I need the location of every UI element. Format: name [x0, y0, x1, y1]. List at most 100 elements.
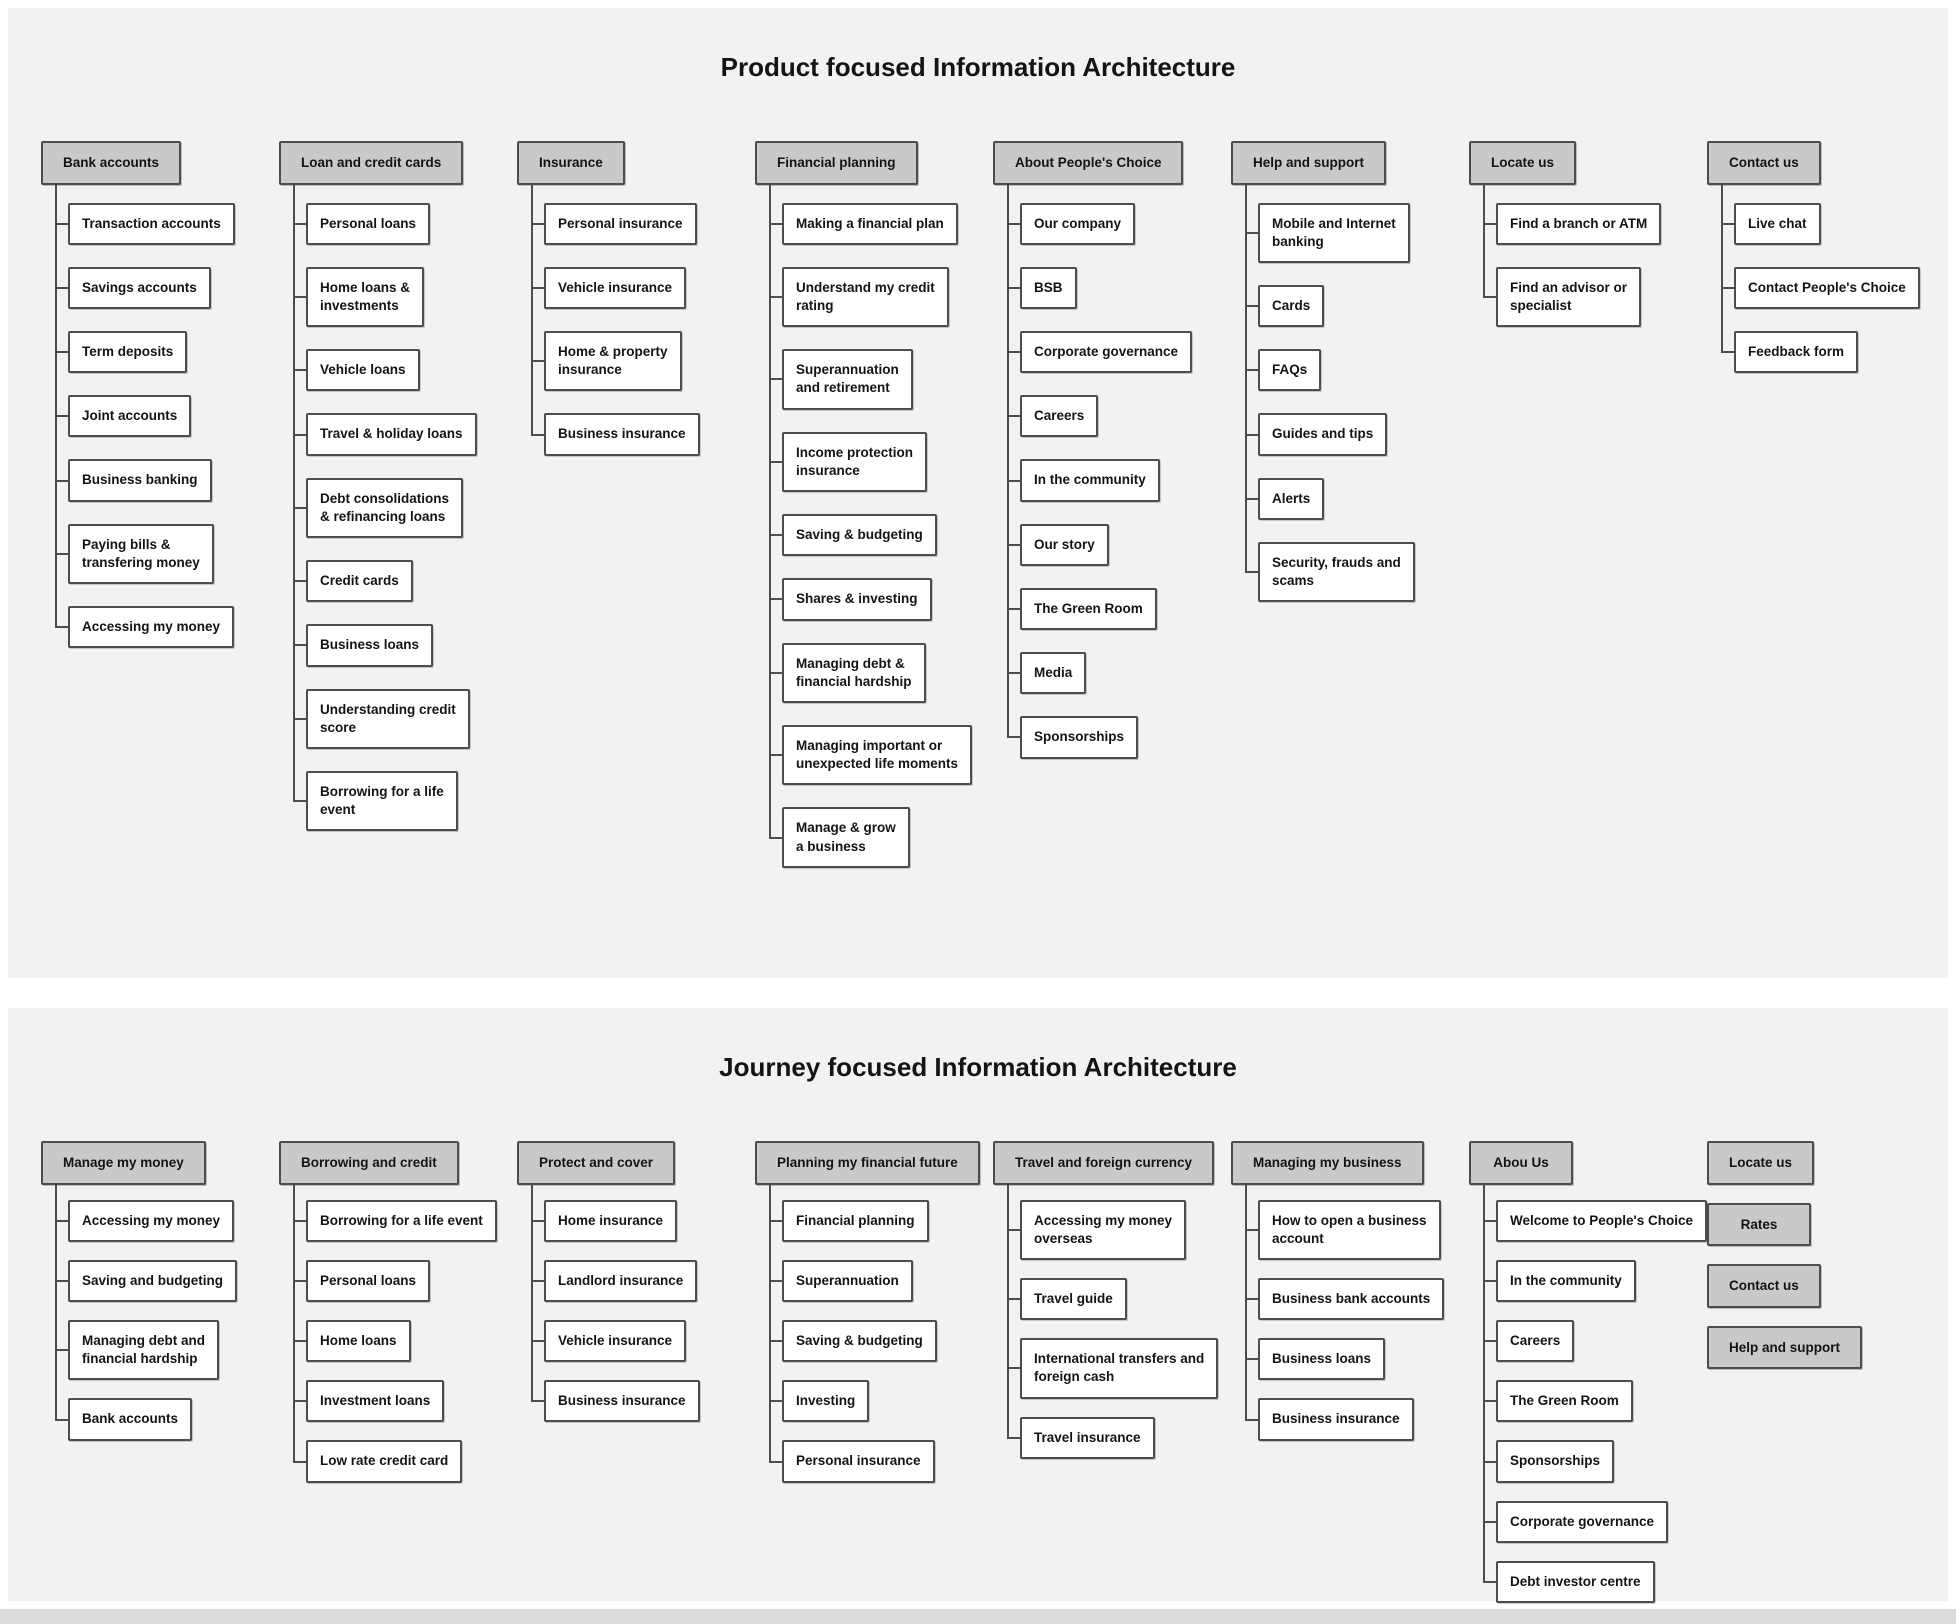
ia-node: Vehicle insurance	[531, 248, 755, 314]
ia-node: Term deposits	[55, 312, 279, 378]
page-box: Vehicle loans	[306, 349, 420, 392]
ia-node: In the community	[1007, 441, 1231, 506]
page-box: Accessing my money	[68, 1199, 235, 1242]
ia-node: International transfers and foreign cash	[1007, 1323, 1231, 1403]
page-box: The Green Room	[1020, 587, 1157, 631]
product-ia-title: Product focused Information Architecture	[720, 52, 1236, 82]
category-box: Planning my financial future	[755, 1141, 980, 1185]
page-box: Corporate governance	[1496, 1500, 1669, 1543]
ia-node: Business loans	[293, 606, 517, 671]
page-box: Live chat	[1734, 202, 1821, 245]
page-box: Term deposits	[68, 330, 188, 374]
page-box: Personal loans	[306, 1259, 431, 1302]
page-box: Sponsorships	[1496, 1440, 1615, 1483]
ia-node: Business insurance	[531, 395, 755, 459]
ia-node: Travel & holiday loans	[293, 395, 517, 460]
ia-node: Borrowing for a life event	[293, 752, 517, 835]
ia-node: FAQs	[1245, 331, 1469, 396]
category-box: Help and support	[1707, 1325, 1862, 1370]
ia-node: Personal insurance	[769, 1425, 993, 1485]
ia-node: Home loans	[293, 1304, 517, 1366]
ia-node: Accessing my money overseas	[1007, 1184, 1231, 1264]
page-box: In the community	[1020, 459, 1160, 502]
ia-node: Managing important or unexpected life mo…	[769, 706, 993, 790]
ia-node: Understanding credit score	[293, 670, 517, 754]
ia-node: Our story	[1007, 505, 1231, 571]
ia-node: Corporate governance	[1483, 1485, 1707, 1547]
page-box: In the community	[1496, 1259, 1636, 1302]
ia-node: Low rate credit card	[293, 1425, 517, 1485]
ia-node: Business banking	[55, 441, 279, 506]
ia-node: Personal loans	[293, 1244, 517, 1306]
page-box: Security, frauds and scams	[1258, 541, 1415, 603]
page-box: Cards	[1258, 284, 1325, 328]
page-box: Guides and tips	[1258, 413, 1388, 456]
page-box: Financial planning	[782, 1199, 929, 1242]
page-box: Understand my credit rating	[782, 266, 949, 328]
page-box: Manage & grow a business	[782, 807, 910, 868]
page-box: Business insurance	[544, 1380, 700, 1423]
ia-node: Debt consolidations & refinancing loans	[293, 459, 517, 543]
page-box: Business insurance	[544, 413, 700, 456]
journey-ia-panel: Journey focused Information Architecture…	[8, 1008, 1948, 1604]
page-box: Saving & budgeting	[782, 1319, 937, 1363]
page-box: The Green Room	[1496, 1380, 1633, 1423]
page-box: Corporate governance	[1020, 330, 1193, 374]
page-box: Debt investor centre	[1496, 1560, 1655, 1604]
page-box: Careers	[1496, 1319, 1575, 1363]
page-box: Sponsorships	[1020, 716, 1139, 759]
ia-node: Vehicle insurance	[531, 1304, 755, 1366]
page-box: Careers	[1020, 395, 1099, 438]
page-box: Business loans	[1258, 1338, 1386, 1381]
ia-node: Bank accounts	[55, 1383, 279, 1443]
ia-node: Savings accounts	[55, 248, 279, 314]
page-box: Paying bills & transfering money	[68, 523, 214, 585]
ia-node: Investment loans	[293, 1365, 517, 1426]
page-box: Our company	[1020, 202, 1136, 245]
page-box: Saving & budgeting	[782, 514, 937, 557]
ia-node: Security, frauds and scams	[1245, 523, 1469, 606]
ia-node: Shares & investing	[769, 560, 993, 625]
page-box: International transfers and foreign cash	[1020, 1338, 1219, 1399]
ia-node: Financial planning	[769, 1184, 993, 1245]
ia-node: Careers	[1007, 377, 1231, 442]
ia-node: Our company	[1007, 184, 1231, 249]
page-box: Personal insurance	[544, 202, 697, 245]
page-box: Making a financial plan	[782, 202, 958, 245]
page-box: Managing debt & financial hardship	[782, 642, 926, 703]
ia-node: Business bank accounts	[1245, 1262, 1469, 1324]
ia-node: Superannuation	[769, 1244, 993, 1306]
page-box: Debt consolidations & refinancing loans	[306, 477, 464, 539]
page-box: Travel & holiday loans	[306, 413, 477, 456]
page-box: Transaction accounts	[68, 202, 235, 245]
ia-node: Credit cards	[293, 542, 517, 607]
ia-node: Saving & budgeting	[769, 496, 993, 561]
page-box: Feedback form	[1734, 330, 1859, 374]
page-box: Income protection insurance	[782, 431, 928, 493]
page-box: Managing debt and financial hardship	[68, 1319, 219, 1381]
ia-node: Superannuation and retirement	[769, 331, 993, 415]
page-box: BSB	[1020, 266, 1077, 309]
ia-node: Joint accounts	[55, 377, 279, 442]
ia-node: Investing	[769, 1365, 993, 1426]
ia-node: Travel guide	[1007, 1262, 1231, 1324]
category-box: Financial planning	[755, 141, 918, 185]
ia-node: Sponsorships	[1007, 698, 1231, 762]
ia-node: Vehicle loans	[293, 331, 517, 396]
page-box: Investing	[782, 1380, 870, 1423]
ia-node: Transaction accounts	[55, 184, 279, 249]
product-ia-panel: Product focused Information Architecture…	[8, 8, 1948, 978]
ia-node: Cards	[1245, 266, 1469, 332]
